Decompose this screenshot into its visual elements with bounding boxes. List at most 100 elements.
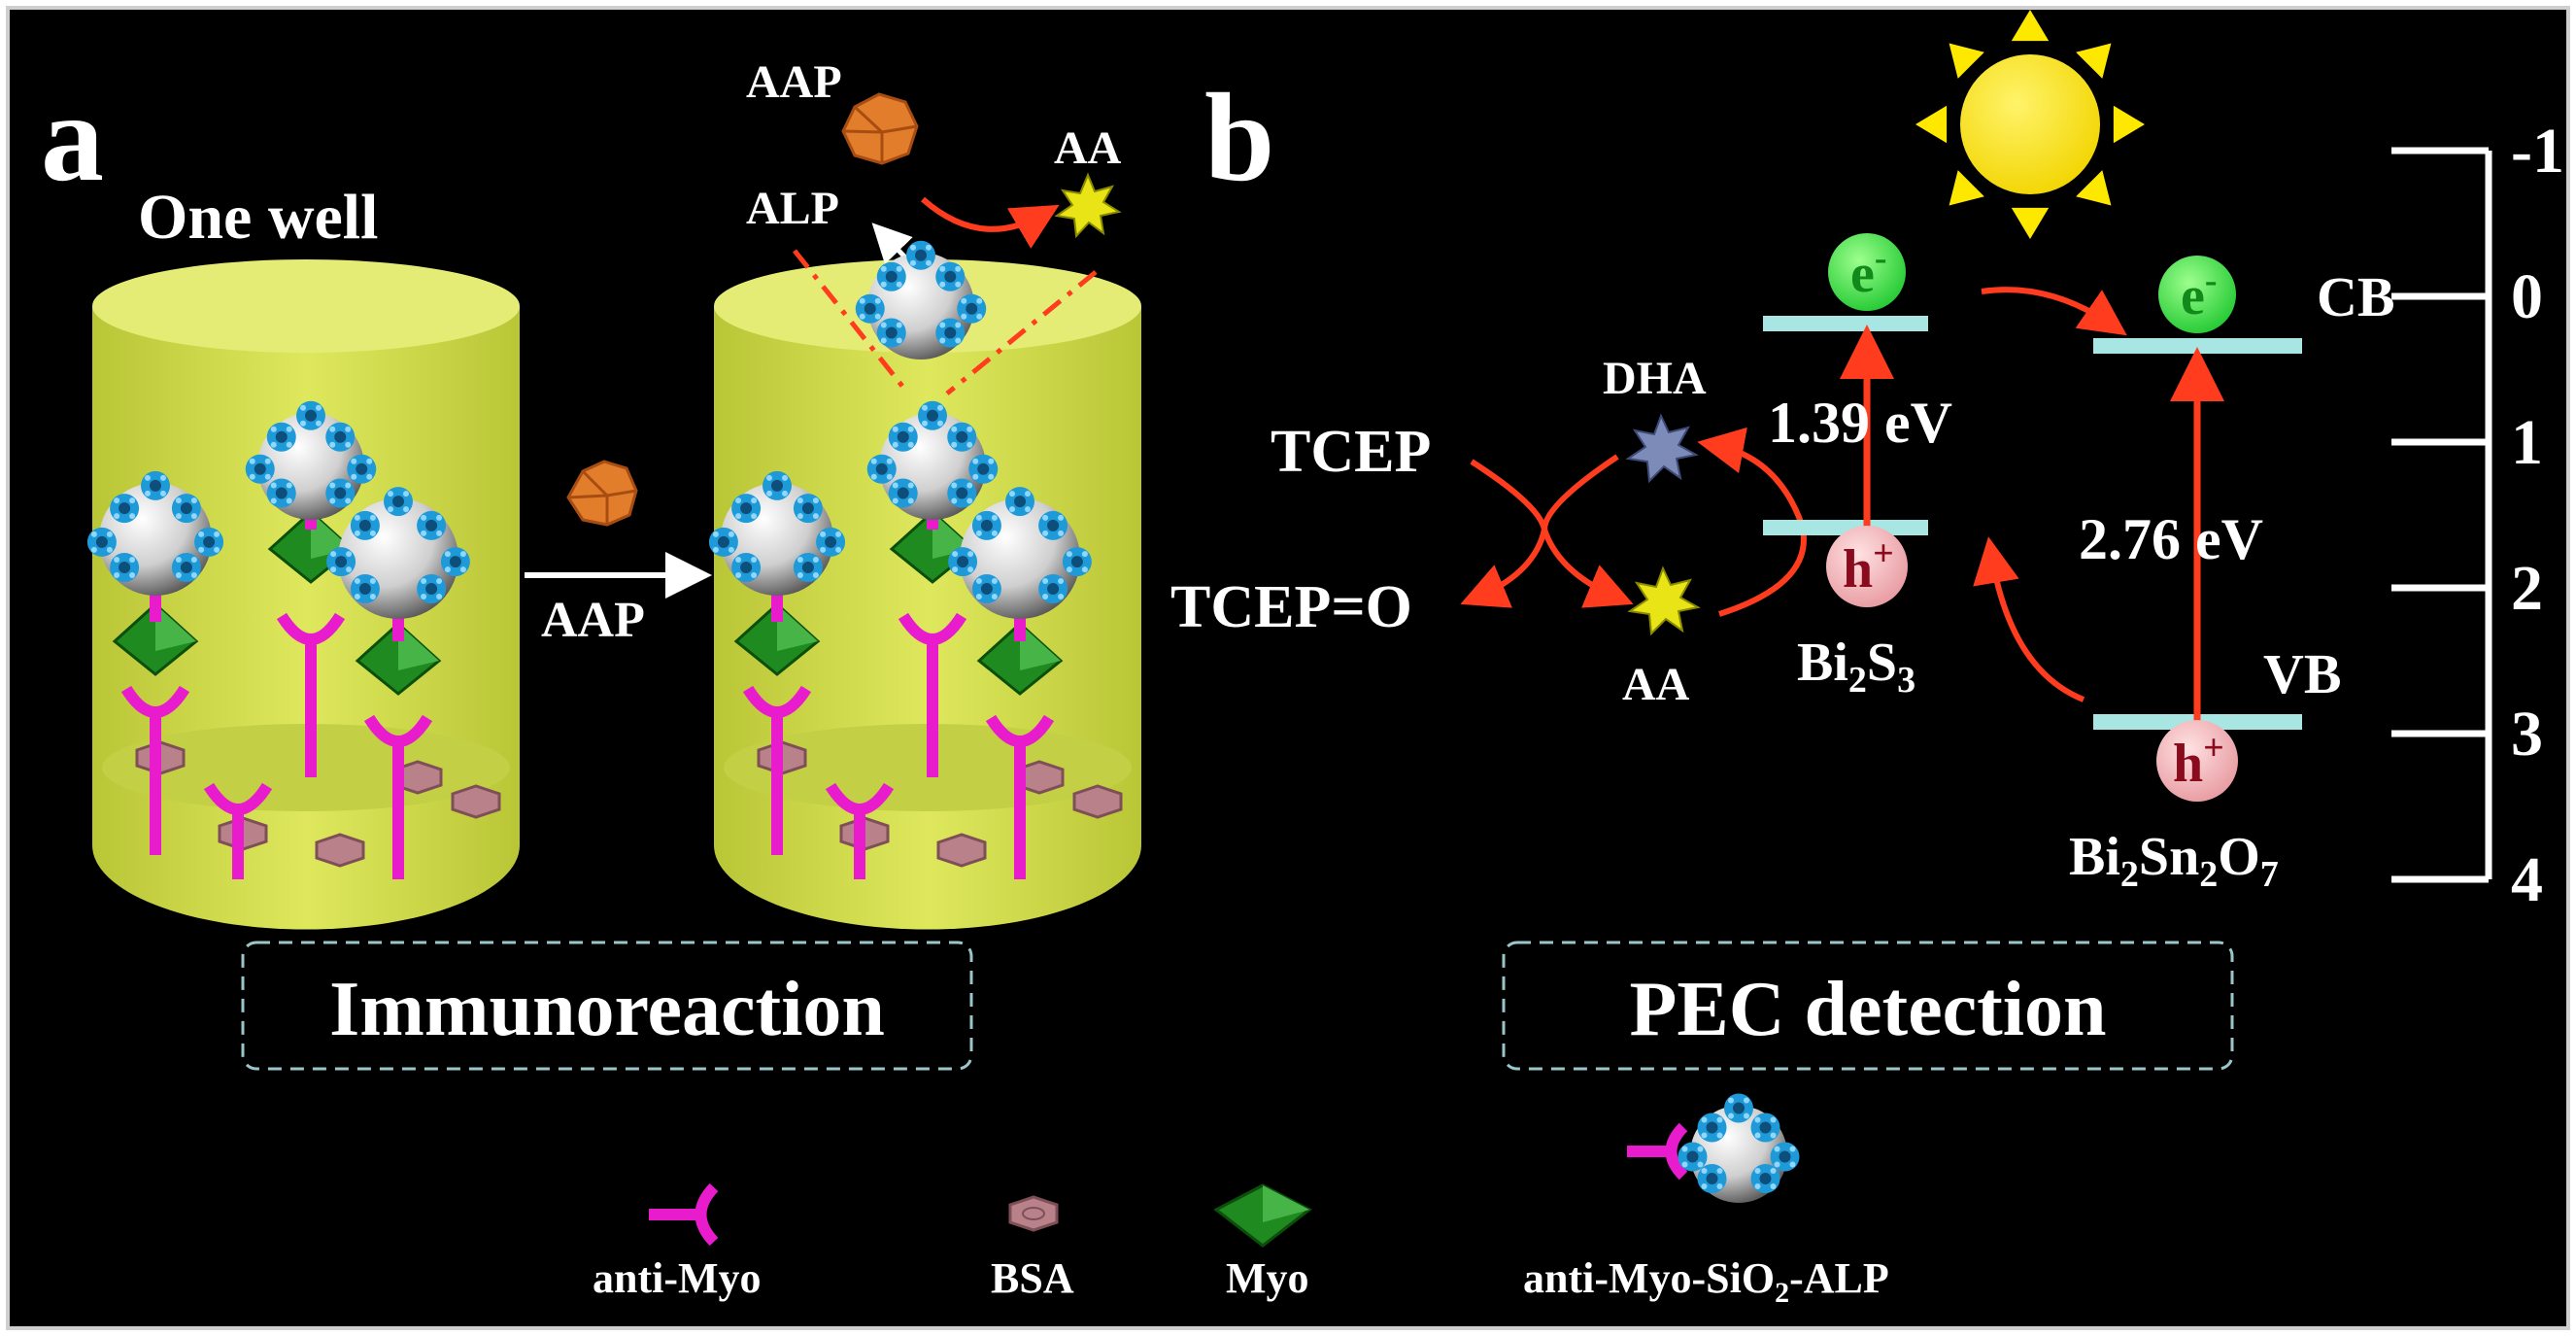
anti-myo-antibody <box>898 612 967 777</box>
aa-label: AA <box>1622 659 1690 710</box>
alp-enzyme-icon <box>86 527 117 557</box>
bi2s3-hole-icon <box>1826 526 1908 607</box>
bi2sn2o7-electron-icon <box>2158 256 2236 333</box>
alp-enzyme-icon <box>1724 1093 1753 1123</box>
sun-icon <box>1915 10 2145 239</box>
aa-molecule-icon <box>1627 565 1701 636</box>
alp-enzyme-icon <box>1038 574 1068 603</box>
bi2sn2o7-hole-label: h+ <box>2173 728 2224 794</box>
sio2-alp-sphere <box>1678 1093 1800 1203</box>
bsa-blocker <box>936 833 987 868</box>
sio2-alp-sphere <box>245 400 377 520</box>
antibody-cup <box>985 714 1055 747</box>
alp-enzyme-icon <box>141 470 170 500</box>
alp-enzyme-icon <box>1038 510 1068 540</box>
legend-conjugate-label: anti-Myo-SiO2-ALP <box>1523 1254 1889 1309</box>
anti-myo-antibody <box>742 685 812 855</box>
alp-enzyme-icon <box>876 261 906 291</box>
energy-scale-tick-label: 1 <box>2511 407 2543 478</box>
bi2sn2o7-label: Bi2Sn2O7 <box>2069 827 2279 895</box>
alp-enzyme-icon <box>816 527 846 557</box>
anti-myo-antibody <box>985 714 1055 879</box>
alp-enzyme-icon <box>1750 1164 1780 1193</box>
bi2s3-label: Bi2S3 <box>1797 633 1915 701</box>
alp-enzyme-icon <box>793 553 823 582</box>
anti-myo-antibody <box>203 782 273 879</box>
aap-molecule-facets <box>567 469 637 525</box>
alp-enzyme-icon <box>906 240 935 270</box>
myo-antigen <box>355 621 442 696</box>
sun-ray <box>2011 10 2050 42</box>
legend-anti-myo-label: anti-Myo <box>593 1254 762 1302</box>
sun-disc <box>1960 54 2100 194</box>
alp-enzyme-icon <box>194 527 224 557</box>
anti-myo-antibody <box>120 685 190 855</box>
cb-label: CB <box>2317 265 2395 328</box>
pec-caption: PEC detection <box>1629 967 2106 1052</box>
release-guide-right <box>945 270 1098 395</box>
myo-antigen <box>976 621 1064 696</box>
energy-scale-tick-label: -1 <box>2511 116 2564 187</box>
alp-enzyme-icon <box>1678 1142 1708 1172</box>
alp-enzyme-icon <box>971 574 1001 603</box>
aa-top-molecule-icon <box>1054 172 1122 239</box>
enzyme-reaction: AAP ALP AA <box>746 56 1122 395</box>
aa-top-label: AA <box>1054 122 1122 174</box>
alp-enzyme-icon <box>866 454 897 484</box>
alp-enzyme-icon <box>171 553 201 582</box>
panel-b-letter: b <box>1204 68 1274 208</box>
alp-enzyme-icon <box>110 494 140 524</box>
sun-ray <box>1949 43 1984 79</box>
anti-myo-antibody <box>276 612 346 777</box>
alp-enzyme-icon <box>888 422 918 452</box>
panel-a: a One well AAP AAP ALP <box>41 56 1141 1071</box>
myo-face <box>155 604 196 651</box>
alp-enzyme-icon <box>918 400 947 430</box>
aap-top-facets <box>842 105 918 163</box>
alp-enzyme-icon <box>350 510 380 540</box>
anti-myo-icon-cup <box>695 1182 719 1247</box>
sio2-alp-sphere <box>326 487 470 619</box>
alp-enzyme-icon <box>947 478 977 508</box>
sio2-alp-sphere <box>948 487 1092 619</box>
alp-enzyme-icon <box>325 422 356 452</box>
alp-enzyme-icon <box>417 574 447 603</box>
alp-enzyme-icon <box>888 478 918 508</box>
alp-enzyme-icon <box>1770 1142 1800 1172</box>
well-rim <box>92 259 520 353</box>
hole-transfer-arrow <box>1973 536 2085 702</box>
alp-enzyme-icon <box>384 487 413 517</box>
aap-molecule-icon <box>566 460 638 527</box>
alp-enzyme-icon <box>948 547 978 577</box>
alp-enzyme-icon <box>968 454 999 484</box>
bsa-blocker <box>451 784 501 819</box>
dha-molecule-icon <box>1625 413 1699 484</box>
antibody-cup <box>898 612 967 645</box>
legend-conjugate: anti-Myo-SiO2-ALP <box>1523 1093 1889 1309</box>
alp-enzyme-icon <box>350 574 380 603</box>
sio2-alp-sphere <box>708 470 846 596</box>
alp-enzyme-icon <box>171 494 201 524</box>
sun-ray <box>2076 170 2112 206</box>
dha-to-aa-arrow <box>1541 454 1634 608</box>
alp-enzyme-icon <box>763 470 792 500</box>
sio2-alp-sphere <box>866 400 999 520</box>
antibody-cup <box>825 782 895 815</box>
pec-caption-box <box>1502 941 2234 1071</box>
antibody-cup <box>276 612 346 645</box>
electron-transfer-arrow <box>1981 287 2127 336</box>
alp-enzyme-icon <box>708 527 738 557</box>
addition-arrow-label: AAP <box>541 593 645 648</box>
one-well-label: One well <box>138 182 378 253</box>
energy-scale-tick-label: 4 <box>2511 844 2543 915</box>
alp-enzyme-icon <box>245 454 275 484</box>
alp-enzyme-icon <box>855 293 885 324</box>
sun-ray <box>2011 207 2050 239</box>
tcep-label: TCEP <box>1271 419 1431 485</box>
conjugate-sphere-icon <box>1678 1093 1800 1203</box>
alp-enzyme-icon <box>347 454 377 484</box>
bi2sn2o7-hole-icon <box>2156 720 2238 802</box>
sun-ray <box>1949 170 1984 206</box>
bsa-blocker <box>1072 784 1123 819</box>
